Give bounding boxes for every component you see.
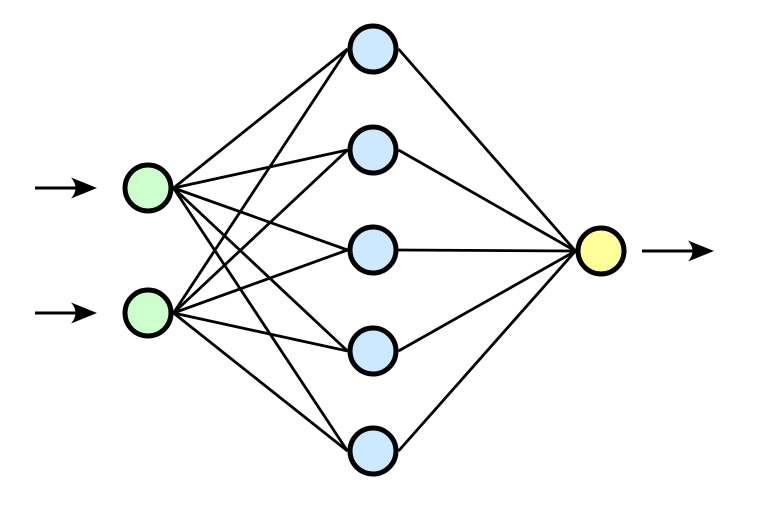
- edge-in2-h1: [172, 48, 349, 314]
- edge-in1-h4: [172, 186, 349, 353]
- edge-h2-out1: [397, 148, 577, 253]
- edge-in1-h1: [172, 47, 349, 190]
- hidden-node-1: [347, 23, 399, 75]
- output-arrow-head: [688, 240, 714, 262]
- edge-in1-h3: [173, 186, 348, 252]
- edge-in2-h4: [173, 311, 348, 353]
- edge-in1-h2: [173, 148, 348, 190]
- edge-h5-out1: [397, 250, 577, 452]
- input-arrow-2-head: [71, 302, 97, 324]
- output-node-1: [575, 225, 627, 277]
- hidden-node-5: [347, 425, 399, 477]
- input-arrow-1-head: [71, 177, 97, 199]
- hidden-node-3: [347, 224, 399, 276]
- edge-in2-h3: [173, 248, 348, 315]
- edge-h4-out1: [397, 249, 577, 353]
- edge-in1-h5: [172, 187, 349, 452]
- input-arrow-1: [35, 177, 97, 199]
- edge-in2-h5: [172, 311, 349, 453]
- input-arrow-2: [35, 302, 97, 324]
- edge-h3-out1: [398, 248, 576, 253]
- hidden-node-4: [347, 325, 399, 377]
- input-node-1: [122, 162, 174, 214]
- edge-in2-h2: [172, 148, 349, 315]
- output-arrow: [642, 240, 714, 262]
- edge-h1-out1: [397, 48, 577, 252]
- input-node-2: [122, 287, 174, 339]
- hidden-node-2: [347, 124, 399, 176]
